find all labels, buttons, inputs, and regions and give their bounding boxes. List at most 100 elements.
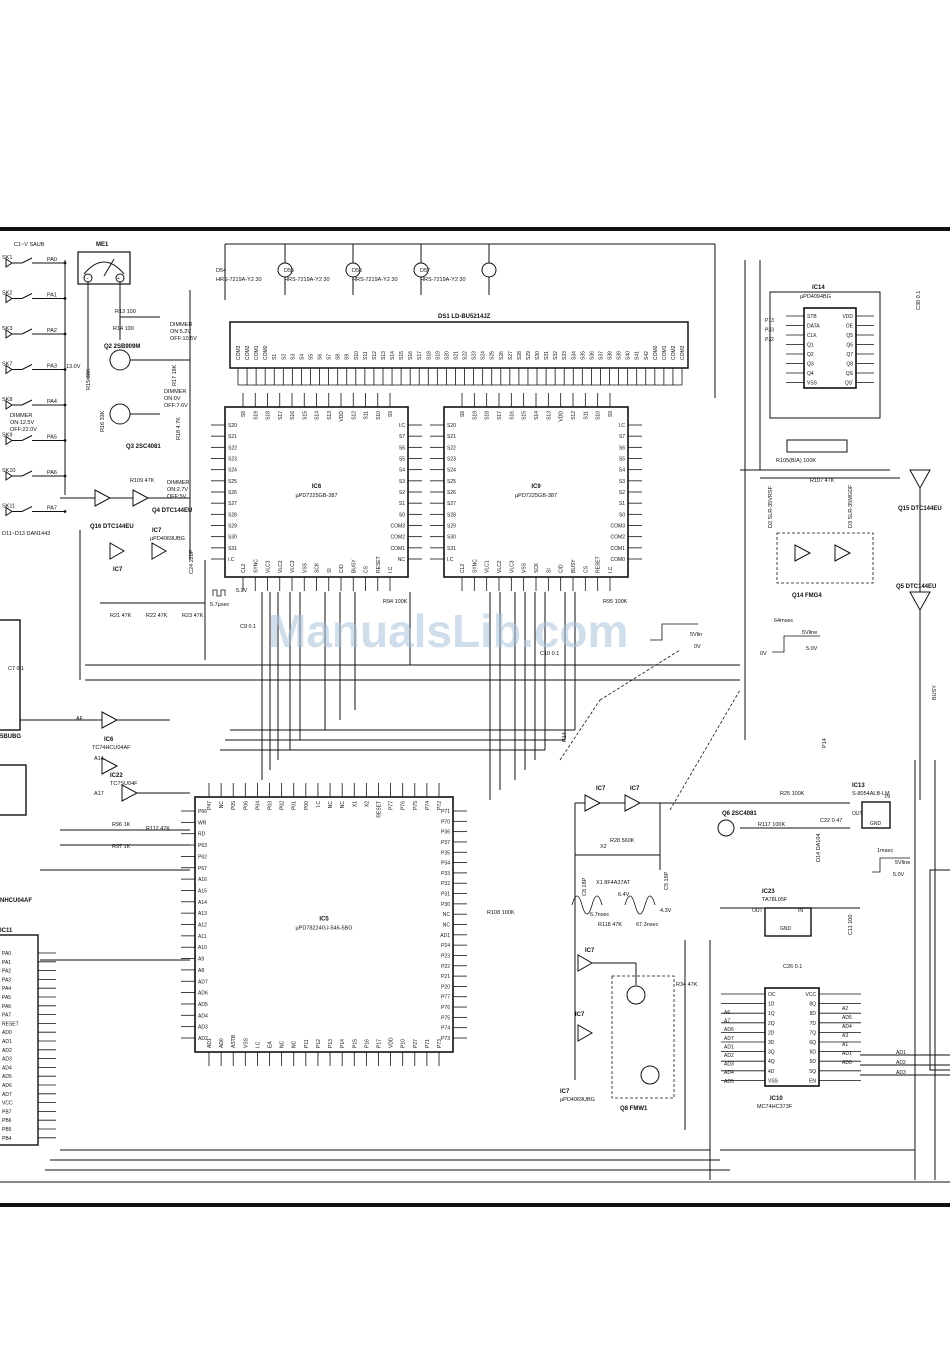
ic5-pin: P76 [441, 1005, 450, 1011]
switch-diode [5, 506, 13, 517]
ic5-pin: P01 [292, 801, 298, 810]
ic6-pin: COM2 [391, 535, 406, 541]
lcd-segment-label: S24 [481, 351, 487, 360]
ic14-pin: Q7 [846, 352, 853, 358]
ic6-pin: S10 [376, 411, 382, 420]
lcd-segment-label: S30 [535, 351, 541, 360]
switch-contact [21, 293, 33, 299]
ic6-pin: I.C [388, 566, 394, 573]
ic14-pin: DATA [807, 324, 820, 330]
ic10-pin: 5Q [809, 1069, 816, 1075]
lcd-segment-label: S13 [381, 351, 387, 360]
ic5-pin: P14 [340, 1039, 346, 1048]
ic10-bus-left: AD2 [724, 1053, 734, 1059]
inverter-gates-left: IC6 TC74HCU04AF IC22 TC7SU04F A14 A17 AF… [20, 711, 190, 961]
ic5-pin: P76 [401, 801, 407, 810]
right-ad1: AD2 [896, 1060, 906, 1066]
ic9-pin: S9 [608, 411, 614, 417]
ic10-pin: 7Q [809, 1030, 816, 1036]
lcd-label: DS1 LD-BU5214JZ [438, 314, 491, 320]
dimmer2-line2: ON:0V [164, 396, 181, 402]
ic5-pin: AD2 [198, 1036, 208, 1042]
c5-label: C5 18P [664, 871, 670, 890]
ic6-pin: C/D [339, 564, 345, 573]
lcd-segment-label: S39 [617, 351, 623, 360]
q16-label: Q16 DTC144EU [90, 524, 134, 530]
lcd-segment-label: S42 [644, 351, 650, 360]
r118-label: R118 47K [598, 922, 622, 928]
left-block-pin: PB6 [2, 1118, 12, 1124]
lcd-segment-label: S17 [417, 351, 423, 360]
ic5-pin: NC [328, 801, 334, 809]
ic5-pin: AD6 [198, 991, 208, 997]
ic5-pin: P71 [425, 1039, 431, 1048]
ic5-pin: P32 [441, 881, 450, 887]
switch-diode [5, 258, 13, 268]
ic6-pin: SI [327, 568, 333, 573]
ic6-pin: S14 [315, 411, 321, 420]
ic5-pin: P11 [304, 1039, 310, 1048]
r112-label: R112 47K [146, 826, 170, 832]
ic6-pin: S23 [228, 457, 237, 463]
ic5-pin: P30 [441, 902, 450, 908]
ic10-pin: 6D [810, 1050, 817, 1056]
wave-67ns: 67.3nsec [636, 922, 659, 928]
switch-diode [5, 435, 13, 446]
ic5-part: µPD78224GJ-546-5BG [296, 926, 353, 932]
a14-label: A14 [94, 756, 104, 762]
ic5-pin: P10 [401, 1039, 407, 1048]
lcd-segment-label: S21 [453, 351, 459, 360]
ic5-pin: P73 [441, 1036, 450, 1042]
ic9-pin: S5 [619, 457, 625, 463]
ic6b-label-2: TC74HCU04AF [92, 745, 131, 751]
ic9-pin: CS [583, 565, 589, 573]
crystal-x1: X1 8F4A37AT [596, 880, 631, 886]
ic5-pin: VSS [243, 1037, 249, 1048]
c7-label: C7 0.1 [8, 666, 24, 672]
ic9-pin: COM3 [611, 524, 626, 530]
ic9-pin: S6 [619, 445, 625, 451]
ic5-pin: RESET [376, 801, 382, 818]
ic9-pin: COM2 [611, 535, 626, 541]
ic6-pin: BUSY [351, 559, 357, 573]
lcd-segment-label: S12 [372, 351, 378, 360]
wave-64ms: 64msec [774, 618, 794, 624]
ic6-pin: S12 [351, 411, 357, 420]
d2-label: D2 SLR-35VRSF [768, 485, 774, 528]
ic5-pin: A12 [198, 923, 207, 929]
ic5-pin: RD [198, 832, 206, 838]
ic5-pin: A10 [198, 945, 207, 951]
left-block-pin: PA1 [2, 960, 11, 966]
r108-label: R108 100K [487, 910, 515, 916]
ic9-pin: S16 [509, 411, 515, 420]
ic7-left-label-1: IC7 [152, 528, 162, 534]
ic5-pin: NC [340, 801, 346, 809]
wave-1ms: 1msec [877, 848, 893, 854]
ic10-bus-right: AD4 [842, 1024, 852, 1030]
ic6-pin: S30 [228, 535, 237, 541]
wave-67ns-b: 6.7nsec [590, 912, 610, 918]
meter-plus: + [117, 276, 120, 282]
ic7-gate-ref-4: IC7 [585, 948, 595, 954]
r25-label: R25 100K [780, 791, 805, 797]
wave-5vline-c: 5Vline [895, 860, 910, 866]
ic5-pin: AD5 [198, 1002, 208, 1008]
ic9-pin: SCK [534, 562, 540, 573]
r117-label: R117 100K [758, 822, 785, 828]
ic6-pin: S25 [228, 479, 237, 485]
ic5-pin: P70 [441, 819, 450, 825]
ic22-label-2: TC7SU04F [110, 781, 138, 787]
ic23-pin-in: IN [798, 908, 803, 914]
ic5-pin: X2 [364, 801, 370, 807]
lamp-bulb [481, 262, 497, 278]
lcd-segment-label: COM0 [653, 345, 659, 360]
ic5-pin: P22 [441, 964, 450, 970]
left-block-pin: PB5 [2, 1127, 12, 1133]
ic9-pin: S20 [447, 423, 456, 429]
lcd-segment-label: COM0 [263, 345, 269, 360]
ic5-pin: P35 [441, 850, 450, 856]
c8-label: C8 18P [582, 877, 588, 896]
ic6-pin: S31 [228, 546, 237, 552]
ic14-pin: Q1 [807, 343, 814, 349]
